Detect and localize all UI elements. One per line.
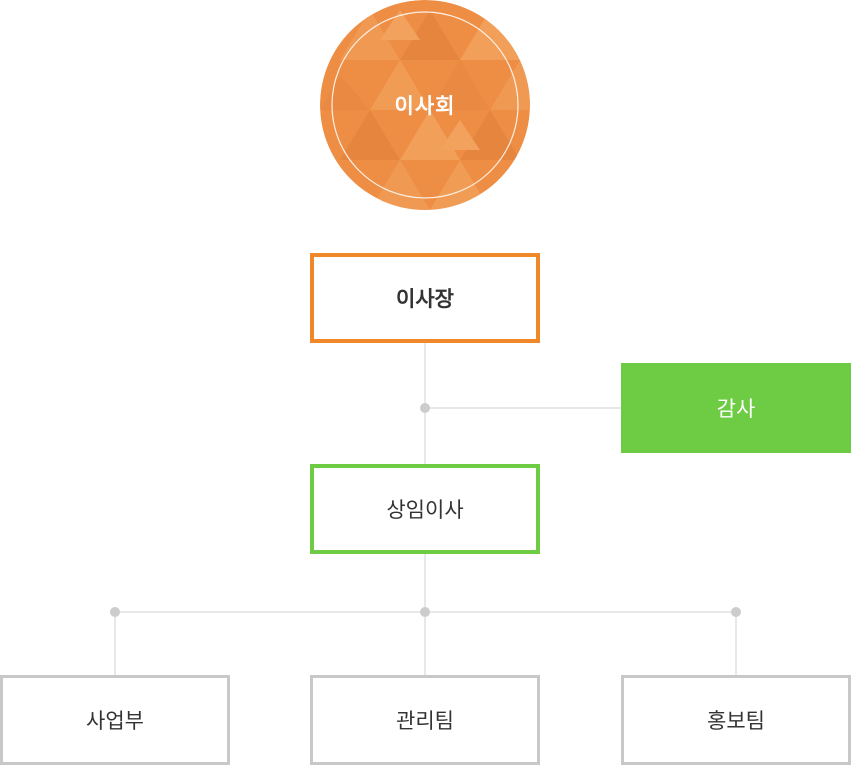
board-node: 이사회 [320,0,530,210]
auditor-label: 감사 [716,397,756,421]
team-node-business: 사업부 [0,675,230,765]
junction-dot [420,607,430,617]
team-label: 관리팀 [396,709,454,733]
director-node: 상임이사 [310,464,540,554]
director-label: 상임이사 [386,498,464,522]
team-node-management: 관리팀 [310,675,540,765]
junction-dot [731,607,741,617]
junction-dot [110,607,120,617]
team-label: 사업부 [86,709,144,733]
president-node: 이사장 [310,253,540,343]
team-node-pr: 홍보팀 [621,675,851,765]
junction-dot [420,403,430,413]
president-label: 이사장 [396,287,454,311]
team-label: 홍보팀 [707,709,765,733]
auditor-node: 감사 [621,363,851,453]
board-label: 이사회 [394,94,456,118]
